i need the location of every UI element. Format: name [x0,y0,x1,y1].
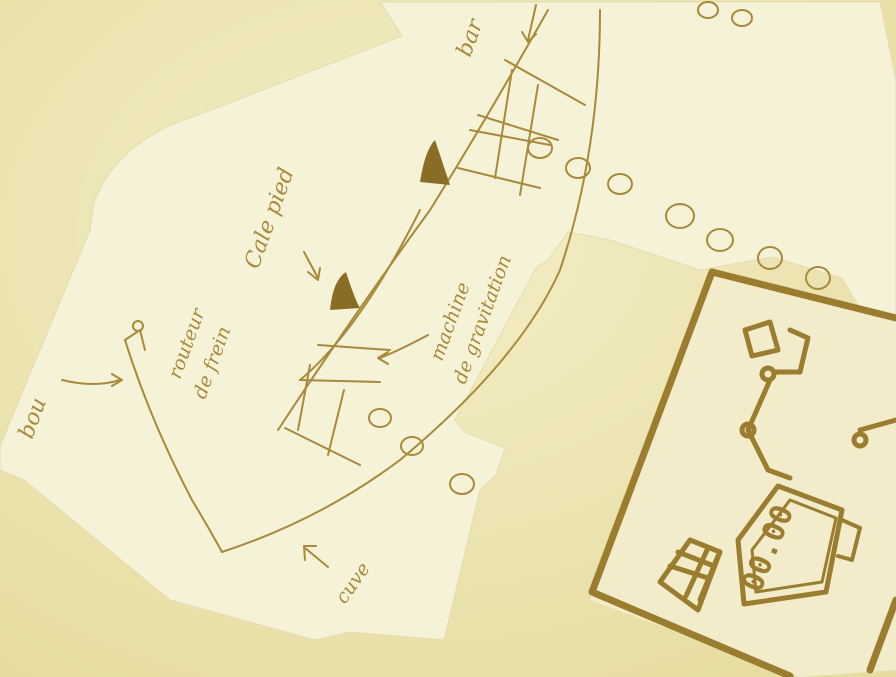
scene-drawing: bou bar Cale pied routeur de frein machi… [0,0,896,677]
photo-scene: bou bar Cale pied routeur de frein machi… [0,0,896,677]
